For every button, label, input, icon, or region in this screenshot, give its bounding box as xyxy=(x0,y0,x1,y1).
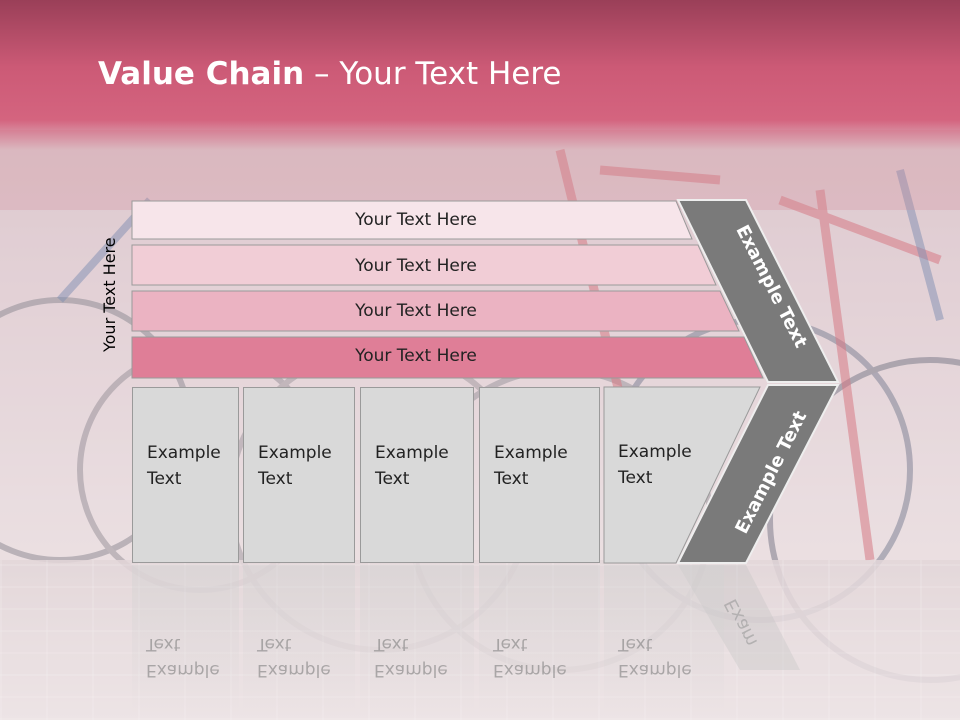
box-text-line1: Example xyxy=(375,443,449,463)
reflection-line2: Text xyxy=(374,634,409,654)
box-5-arrow-edge xyxy=(603,386,761,564)
chevron-upper xyxy=(676,199,840,383)
primary-box-1: Example Text xyxy=(132,387,239,563)
reflection-4: Example Text xyxy=(479,565,600,715)
support-bar-4: Your Text Here xyxy=(132,337,700,375)
reflection-5: Example Text xyxy=(604,565,724,715)
reflection-line1: Example xyxy=(493,660,567,680)
reflection-line2: Text xyxy=(493,634,528,654)
support-bar-label: Your Text Here xyxy=(355,256,477,276)
reflection-line1: Example xyxy=(374,660,448,680)
chevron-reflection xyxy=(678,565,800,670)
reflection-2: Example Text xyxy=(243,565,355,715)
header-band xyxy=(0,0,960,150)
chevron-lower xyxy=(676,384,840,564)
box-text-line1: Example xyxy=(258,443,332,463)
support-bar-label: Your Text Here xyxy=(355,210,477,230)
box-text-line2: Text xyxy=(258,469,293,489)
reflection-line1: Example xyxy=(618,660,692,680)
reflection-1: Example Text xyxy=(132,565,239,715)
box-text-line2: Text xyxy=(147,469,182,489)
support-bar-label: Your Text Here xyxy=(355,346,477,366)
primary-box-3: Example Text xyxy=(360,387,474,563)
reflection-line2: Text xyxy=(257,634,292,654)
primary-box-5: Example Text xyxy=(604,387,724,563)
page-title: Value Chain – Your Text Here xyxy=(98,54,561,94)
support-bar-shape-3 xyxy=(131,290,740,332)
primary-box-2: Example Text xyxy=(243,387,355,563)
reflection-line2: Text xyxy=(618,634,653,654)
support-bar-label: Your Text Here xyxy=(355,301,477,321)
primary-box-4: Example Text xyxy=(479,387,600,563)
title-bold: Value Chain xyxy=(98,56,305,92)
box-text-line2: Text xyxy=(618,468,653,488)
box-text-line1: Example xyxy=(618,442,692,462)
reflection-3: Example Text xyxy=(360,565,474,715)
box-text-line1: Example xyxy=(494,443,568,463)
support-bar-shape-4 xyxy=(131,336,764,379)
reflection-line1: Example xyxy=(257,660,331,680)
box-text-line2: Text xyxy=(494,469,529,489)
support-bar-2: Your Text Here xyxy=(132,247,700,285)
box-text-line1: Example xyxy=(147,443,221,463)
box-text-line2: Text xyxy=(375,469,410,489)
reflection-line1: Example xyxy=(146,660,220,680)
support-bar-shape-1 xyxy=(131,200,693,240)
support-bar-3: Your Text Here xyxy=(132,292,700,330)
support-bar-1: Your Text Here xyxy=(132,201,700,239)
reflection-line2: Text xyxy=(146,634,181,654)
title-rest: – Your Text Here xyxy=(304,56,562,92)
support-bar-shape-2 xyxy=(131,244,717,286)
